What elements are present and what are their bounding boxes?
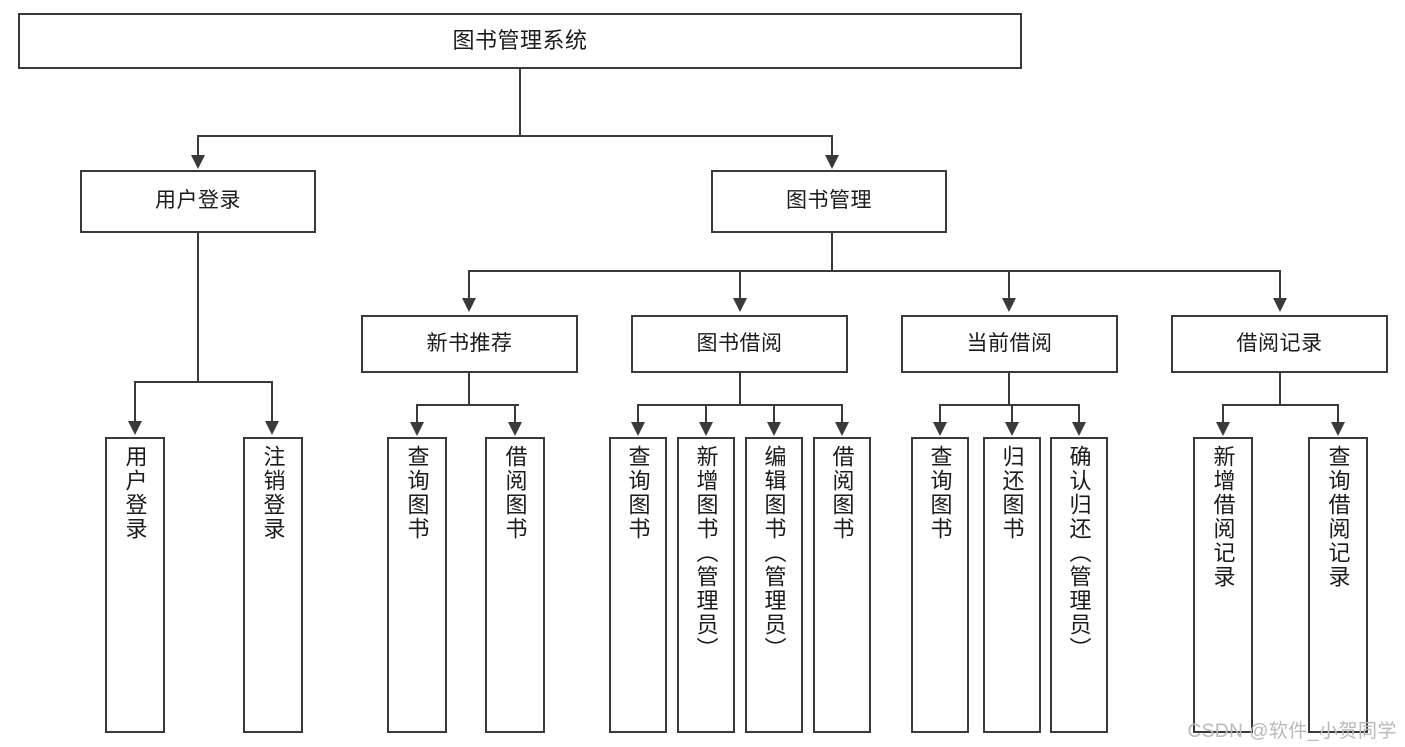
node-label: 编辑图书（管理员） bbox=[761, 445, 787, 661]
leaf-cb-query-book[interactable]: 查询图书 bbox=[911, 437, 969, 733]
connector-bb-drop-3 bbox=[773, 404, 775, 424]
connector-bb-drop-1 bbox=[637, 404, 639, 424]
node-label: 新书推荐 bbox=[426, 331, 513, 355]
node-label: 注销登录 bbox=[260, 445, 286, 541]
connector-book-management-bar bbox=[468, 270, 1281, 272]
arrowhead-br-to-query-record bbox=[1331, 422, 1345, 436]
node-label: 用户登录 bbox=[122, 445, 148, 541]
node-label: 借阅记录 bbox=[1236, 331, 1323, 355]
arrowhead-to-current-borrow bbox=[1002, 298, 1016, 312]
node-label: 查询借阅记录 bbox=[1325, 445, 1351, 589]
arrowhead-nbr-to-borrow-book bbox=[508, 422, 522, 436]
connector-bm-drop-3 bbox=[1008, 270, 1010, 300]
leaf-logout[interactable]: 注销登录 bbox=[243, 437, 303, 733]
arrowhead-to-new-book-recommendation bbox=[462, 298, 476, 312]
leaf-bb-borrow-book[interactable]: 借阅图书 bbox=[813, 437, 871, 733]
connector-br-drop-2 bbox=[1337, 404, 1339, 424]
arrowhead-root-to-book-management bbox=[825, 155, 839, 169]
connector-root-stem bbox=[519, 69, 521, 136]
leaf-bb-add-book-admin[interactable]: 新增图书（管理员） bbox=[677, 437, 735, 733]
connector-bb-drop-4 bbox=[841, 404, 843, 424]
connector-root-drop-1 bbox=[197, 135, 199, 157]
node-label: 图书借阅 bbox=[696, 331, 783, 355]
node-borrow-record[interactable]: 借阅记录 bbox=[1171, 315, 1388, 373]
connector-cb-stem bbox=[1008, 373, 1010, 406]
arrowhead-br-to-add-record bbox=[1216, 422, 1230, 436]
node-label: 图书管理 bbox=[786, 189, 872, 213]
leaf-bb-query-book[interactable]: 查询图书 bbox=[609, 437, 667, 733]
node-label: 确认归还（管理员） bbox=[1066, 445, 1092, 661]
node-user-login[interactable]: 用户登录 bbox=[80, 170, 316, 233]
node-book-borrow[interactable]: 图书借阅 bbox=[631, 315, 848, 373]
connector-user-login-bar bbox=[134, 381, 271, 383]
node-label: 新增借阅记录 bbox=[1210, 445, 1236, 589]
node-label: 查询图书 bbox=[927, 445, 953, 541]
connector-br-stem bbox=[1279, 373, 1281, 406]
connector-nbr-stem bbox=[468, 373, 470, 406]
node-label: 查询图书 bbox=[404, 445, 430, 541]
connector-cb-drop-2 bbox=[1011, 404, 1013, 424]
connector-br-drop-1 bbox=[1222, 404, 1224, 424]
connector-cb-drop-3 bbox=[1078, 404, 1080, 424]
arrowhead-root-to-user-login bbox=[191, 155, 205, 169]
arrowhead-to-user-login-leaf bbox=[128, 421, 142, 435]
leaf-br-add-record[interactable]: 新增借阅记录 bbox=[1193, 437, 1253, 733]
arrowhead-cb-to-return-book bbox=[1005, 422, 1019, 436]
connector-bb-bar bbox=[637, 404, 842, 406]
arrowhead-bb-to-query-book bbox=[631, 422, 645, 436]
connector-root-drop-2 bbox=[831, 135, 833, 157]
node-label: 当前借阅 bbox=[966, 331, 1053, 355]
connector-cb-drop-1 bbox=[939, 404, 941, 424]
node-new-book-recommendation[interactable]: 新书推荐 bbox=[361, 315, 578, 373]
node-label: 借阅图书 bbox=[829, 445, 855, 541]
connector-cb-bar bbox=[939, 404, 1080, 406]
node-label: 查询图书 bbox=[625, 445, 651, 541]
arrowhead-to-book-borrow bbox=[733, 298, 747, 312]
connector-nbr-bar bbox=[416, 404, 519, 406]
connector-bm-drop-2 bbox=[739, 270, 741, 300]
leaf-nbr-borrow-book[interactable]: 借阅图书 bbox=[485, 437, 545, 733]
arrowhead-bb-to-edit-book bbox=[767, 422, 781, 436]
arrowhead-cb-to-query-book bbox=[933, 422, 947, 436]
node-current-borrow[interactable]: 当前借阅 bbox=[901, 315, 1118, 373]
connector-bm-drop-4 bbox=[1279, 270, 1281, 300]
node-label: 用户登录 bbox=[155, 189, 241, 213]
arrowhead-to-logout-leaf bbox=[265, 421, 279, 435]
arrowhead-to-borrow-record bbox=[1273, 298, 1287, 312]
connector-user-login-drop-1 bbox=[134, 381, 136, 423]
connector-br-bar bbox=[1222, 404, 1339, 406]
connector-bb-drop-2 bbox=[705, 404, 707, 424]
connector-user-login-stem bbox=[197, 233, 199, 383]
leaf-br-query-record[interactable]: 查询借阅记录 bbox=[1308, 437, 1368, 733]
node-book-management[interactable]: 图书管理 bbox=[711, 170, 947, 233]
leaf-cb-return-book[interactable]: 归还图书 bbox=[983, 437, 1041, 733]
arrowhead-nbr-to-query-book bbox=[410, 422, 424, 436]
connector-user-login-drop-2 bbox=[271, 381, 273, 423]
connector-bm-drop-1 bbox=[468, 270, 470, 300]
leaf-cb-confirm-return-admin[interactable]: 确认归还（管理员） bbox=[1050, 437, 1108, 733]
node-label: 新增图书（管理员） bbox=[693, 445, 719, 661]
arrowhead-bb-to-borrow-book bbox=[835, 422, 849, 436]
connector-root-bar bbox=[197, 135, 833, 137]
node-label: 图书管理系统 bbox=[452, 28, 588, 54]
node-label: 归还图书 bbox=[999, 445, 1025, 541]
connector-book-management-stem bbox=[831, 233, 833, 272]
node-book-management-system[interactable]: 图书管理系统 bbox=[18, 13, 1022, 69]
arrowhead-bb-to-add-book bbox=[699, 422, 713, 436]
connector-nbr-drop-2 bbox=[514, 404, 516, 424]
connector-bb-stem bbox=[739, 373, 741, 406]
leaf-user-login[interactable]: 用户登录 bbox=[105, 437, 165, 733]
connector-nbr-drop-1 bbox=[416, 404, 418, 424]
arrowhead-cb-to-confirm-return bbox=[1072, 422, 1086, 436]
node-label: 借阅图书 bbox=[502, 445, 528, 541]
leaf-nbr-query-book[interactable]: 查询图书 bbox=[387, 437, 447, 733]
leaf-bb-edit-book-admin[interactable]: 编辑图书（管理员） bbox=[745, 437, 803, 733]
